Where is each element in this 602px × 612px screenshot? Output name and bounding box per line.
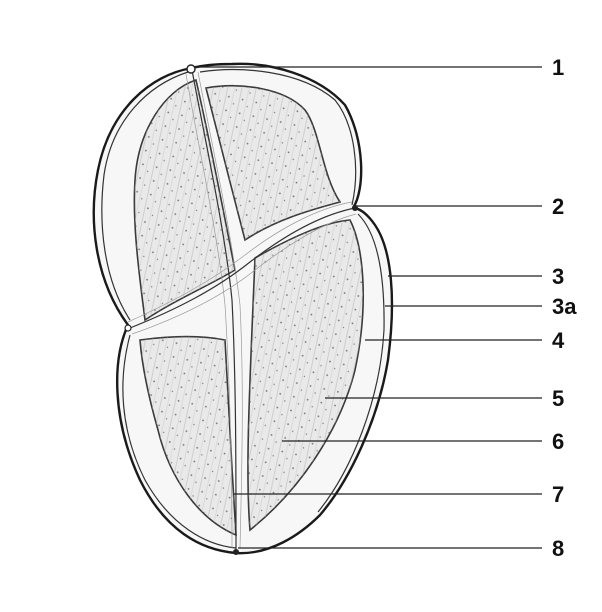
label-7: 7: [552, 482, 564, 507]
label-3: 3: [552, 264, 564, 289]
base-notch: [233, 549, 239, 555]
labels: 1 2 3 3a 4 5 6 7 8: [552, 55, 577, 561]
label-4: 4: [552, 328, 565, 353]
label-1: 1: [552, 55, 564, 80]
side-notch: [125, 325, 131, 331]
label-2: 2: [552, 194, 564, 219]
label-5: 5: [552, 386, 564, 411]
label-6: 6: [552, 429, 564, 454]
label-3a: 3a: [552, 294, 577, 319]
label-8: 8: [552, 536, 564, 561]
micropyle-mark: [187, 65, 195, 73]
